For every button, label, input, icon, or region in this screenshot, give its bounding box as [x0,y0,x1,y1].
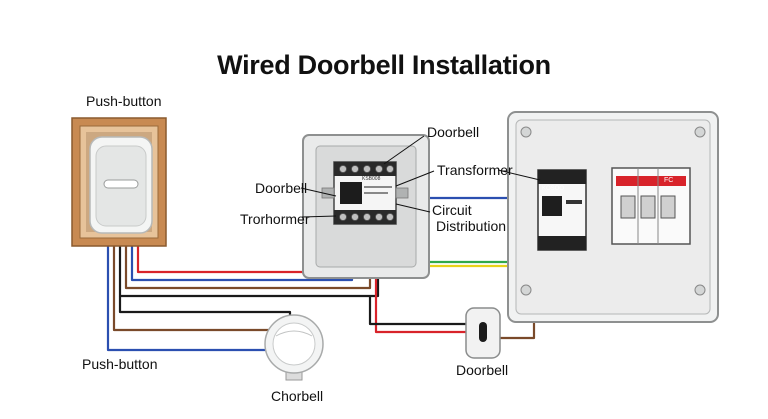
label-push-button-top: Push-button [86,93,162,109]
page-title: Wired Doorbell Installation [217,50,551,80]
label-chorbell: Chorbell [271,388,324,404]
label-doorbell-bottom: Doorbell [456,362,509,378]
label-trorhormer: Trorhormer [240,211,310,227]
junction-module-text: KSB008 [362,176,381,182]
label-push-button-bottom: Push-button [82,356,158,372]
push-button-device [71,117,167,247]
label-doorbell-top: Doorbell [427,124,480,140]
wire-blue-pushbutton-down [106,228,270,352]
label-circuit: Circuit [432,202,472,218]
junction-box [302,134,430,279]
panel-module-text: KOSOO [542,186,565,192]
label-transformer: Transformer [437,162,513,178]
distribution-panel [507,111,719,323]
breaker-mark-text: FC [664,177,674,184]
wire-black-chime [118,296,292,322]
label-distribution: Distribution [436,218,507,234]
circuit-breakers [611,167,691,245]
chime-device [264,314,324,381]
wire-brown-pushbutton-down [112,228,272,332]
wire-black-junction-to-doorbell [368,296,478,326]
doorbell-button-device [465,307,501,359]
label-doorbell-left: Doorbell [255,180,308,196]
leader-lines [300,135,541,218]
